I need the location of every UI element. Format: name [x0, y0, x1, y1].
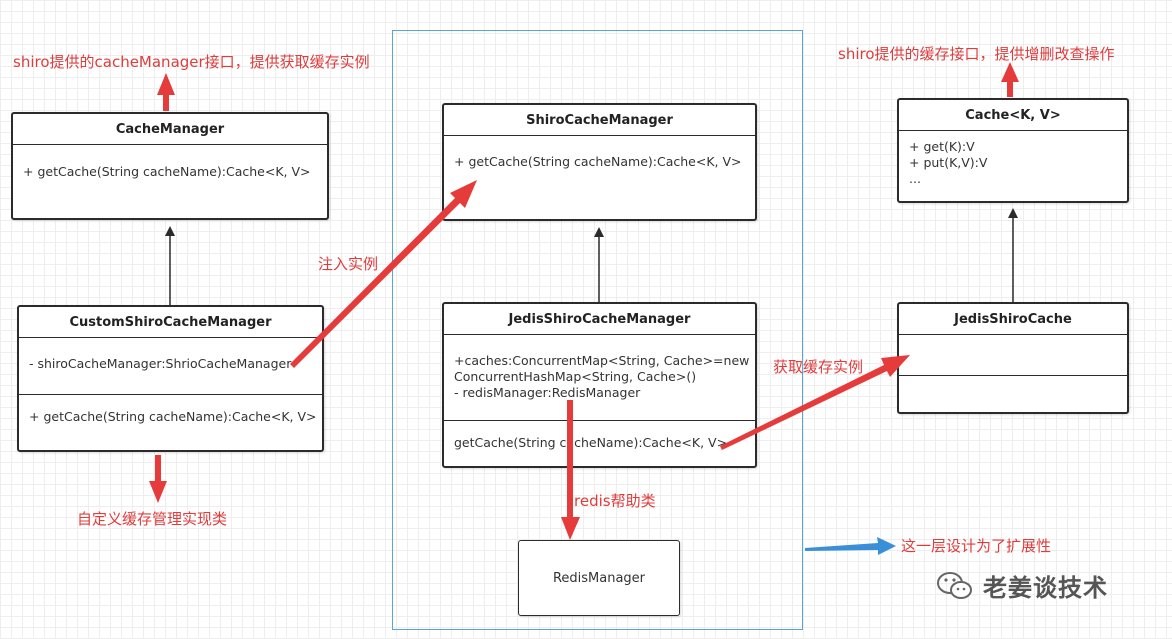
method-line: + get(K):V	[909, 139, 975, 154]
method-line: getCache(String cacheName):Cache<K, V>	[454, 435, 728, 450]
attribute-line: - redisManager:RedisManager	[454, 385, 641, 400]
watermark-text: 老姜谈技术	[983, 574, 1108, 602]
class-methods: + getCache(String cacheName):Cache<K, V>	[13, 145, 327, 180]
red-arrow-inject-instance	[290, 180, 477, 368]
class-methods: getCache(String cacheName):Cache<K, V>	[444, 420, 755, 451]
note-cache-manager: shiro提供的cacheManager接口，提供获取缓存实例	[13, 53, 370, 71]
class-attributes: - shiroCacheManager:ShrioCacheManager	[19, 338, 322, 394]
class-methods	[899, 375, 1127, 412]
note-inject-instance: 注入实例	[318, 255, 379, 273]
class-jedis-shiro-cache[interactable]: JedisShiroCache	[897, 302, 1129, 414]
red-arrow-up-cache	[1001, 62, 1019, 97]
class-redis-manager[interactable]: RedisManager	[518, 540, 680, 616]
method-line: + getCache(String cacheName):Cache<K, V>	[23, 164, 311, 179]
class-title: RedisManager	[552, 570, 646, 586]
class-custom-shiro-cache-manager[interactable]: CustomShiroCacheManager - shiroCacheMana…	[17, 305, 324, 452]
class-cache[interactable]: Cache<K, V> + get(K):V + put(K,V):V ...	[897, 98, 1129, 203]
class-title: ShiroCacheManager	[444, 105, 755, 136]
note-extensibility: 这一层设计为了扩展性	[901, 537, 1052, 555]
class-title: JedisShiroCache	[899, 304, 1127, 335]
class-cache-manager[interactable]: CacheManager + getCache(String cacheName…	[11, 112, 329, 220]
method-line: + put(K,V):V	[909, 155, 988, 170]
method-line: ...	[909, 171, 921, 186]
extensibility-layer-frame	[392, 30, 803, 630]
watermark: 老姜谈技术	[935, 568, 1108, 603]
class-shiro-cache-manager[interactable]: ShiroCacheManager + getCache(String cach…	[442, 103, 757, 221]
class-title: Cache<K, V>	[899, 100, 1127, 131]
class-methods: + getCache(String cacheName):Cache<K, V>	[19, 394, 322, 425]
attribute-line: +caches:ConcurrentMap<String, Cache>=new	[454, 353, 750, 368]
red-arrow-down-custom	[149, 455, 167, 503]
class-title: JedisShiroCacheManager	[444, 304, 755, 335]
note-get-cache-instance: 获取缓存实例	[773, 358, 864, 376]
wechat-icon	[937, 571, 972, 599]
class-title: CacheManager	[13, 114, 327, 145]
note-redis-helper: redis帮助类	[574, 492, 656, 510]
attribute-line: - shiroCacheManager:ShrioCacheManager	[29, 356, 292, 371]
class-attributes: +caches:ConcurrentMap<String, Cache>=new…	[444, 335, 755, 420]
note-custom-impl: 自定义缓存管理实现类	[77, 510, 228, 528]
class-methods: + getCache(String cacheName):Cache<K, V>	[444, 136, 755, 170]
method-line: + getCache(String cacheName):Cache<K, V>	[29, 409, 317, 424]
class-title: CustomShiroCacheManager	[19, 307, 322, 338]
red-arrow-redis-helper	[561, 400, 580, 540]
red-arrow-get-cache-instance	[720, 355, 910, 450]
red-arrow-up-cachemanager	[157, 73, 175, 111]
blue-arrow-extensibility	[805, 537, 896, 555]
method-line: + getCache(String cacheName):Cache<K, V>	[454, 154, 742, 169]
note-cache: shiro提供的缓存接口，提供增删改查操作	[838, 45, 1115, 63]
class-methods: + get(K):V + put(K,V):V ...	[899, 131, 1127, 187]
class-jedis-shiro-cache-manager[interactable]: JedisShiroCacheManager +caches:Concurren…	[442, 302, 757, 468]
attribute-line: ConcurrentHashMap<String, Cache>()	[454, 369, 697, 384]
